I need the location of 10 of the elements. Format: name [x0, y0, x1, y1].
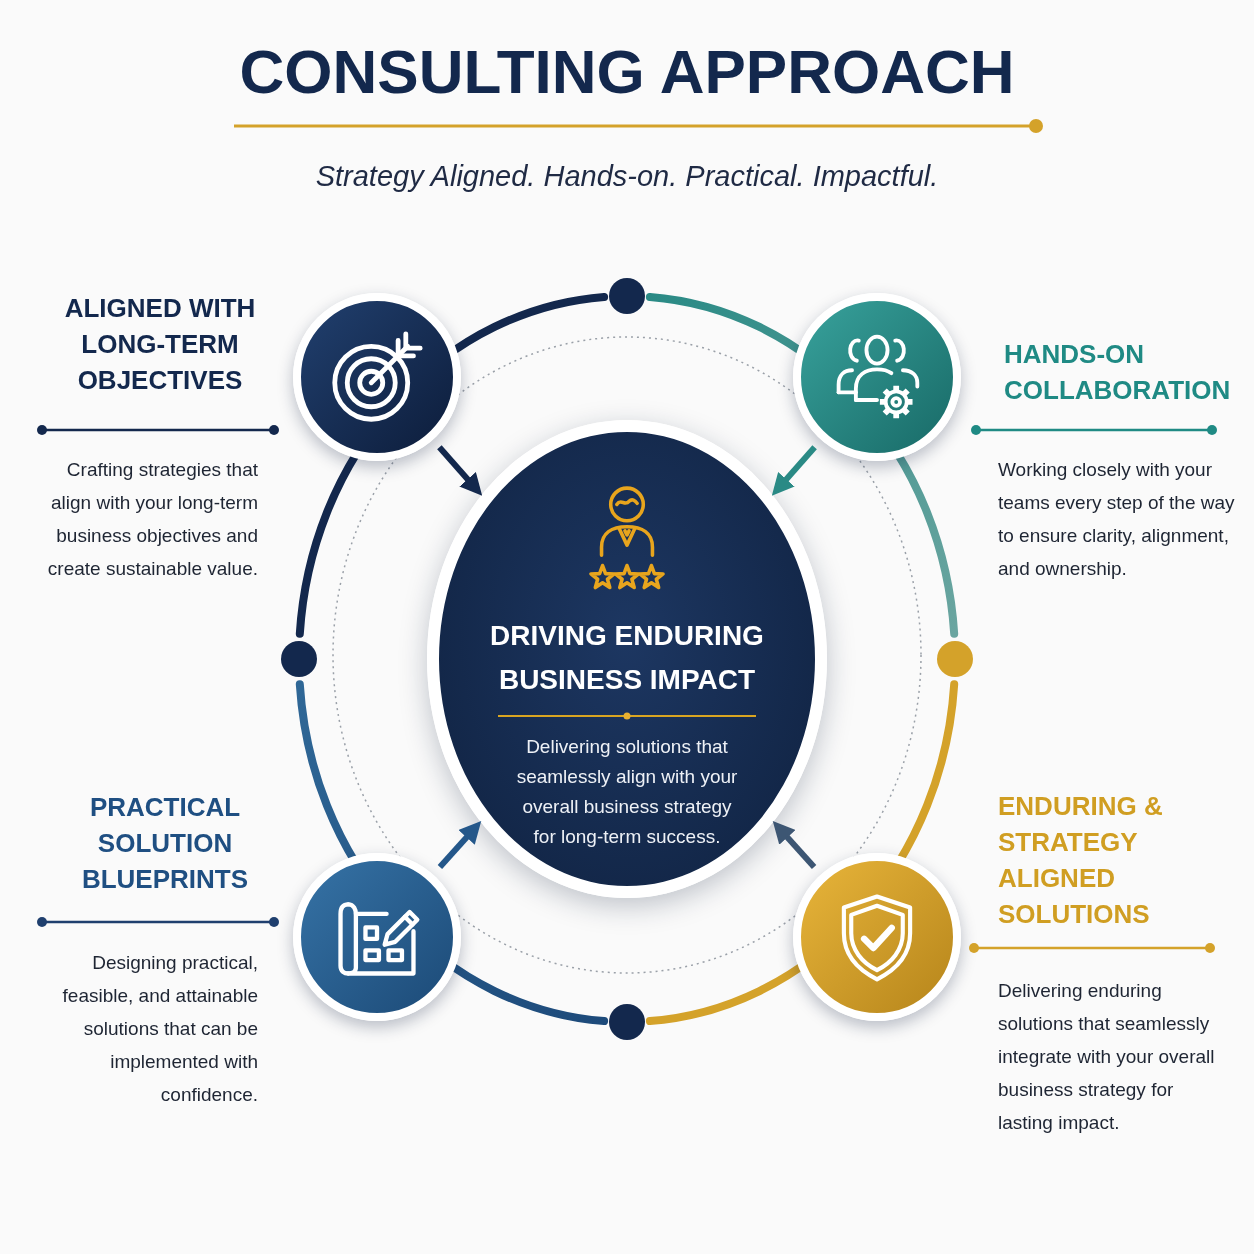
description-text: Delivering enduring solutions that seamlessly integrate with your overall business strategy for lasting impact.	[998, 979, 1216, 1135]
section-heading: HANDS-ON COLLABORATION	[1004, 338, 1232, 407]
subtitle: Strategy Aligned. Hands-on. Practical. Impactful.	[315, 159, 939, 194]
section-heading: PRACTICAL SOLUTION BLUEPRINTS	[80, 791, 250, 896]
description-text: Crafting strategies that align with your long-term business objectives and create sustainable value.	[46, 458, 258, 581]
section-heading: ALIGNED WITH LONG-TERM OBJECTIVES	[63, 292, 257, 397]
description-text: Working closely with your teams every step of the way to ensure clarity, alignment, and ownership.	[998, 458, 1236, 581]
page-title: CONSULTING APPROACH	[239, 38, 1015, 106]
description-text: Designing practical, feasible, and attainable solutions that can be implemented with confidence.	[61, 951, 258, 1107]
section-heading: ENDURING & STRATEGY ALIGNED SOLUTIONS	[998, 790, 1164, 931]
